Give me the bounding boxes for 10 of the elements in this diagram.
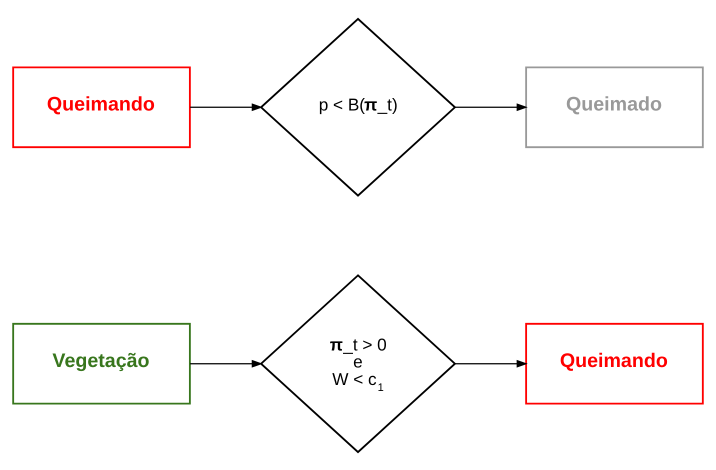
arrow — [455, 359, 528, 368]
node-box: Queimando — [525, 322, 704, 404]
node-box: Queimando — [12, 66, 191, 148]
arrow — [455, 102, 528, 111]
node-diamond: π_t > 0 e W < c$_{1}$ — [260, 274, 456, 453]
arrow — [190, 359, 263, 368]
arrow — [190, 102, 263, 111]
node-box: Queimado — [525, 66, 704, 148]
node-diamond: p < B(π_t) — [260, 17, 456, 196]
node-box: Vegetação — [12, 322, 191, 404]
